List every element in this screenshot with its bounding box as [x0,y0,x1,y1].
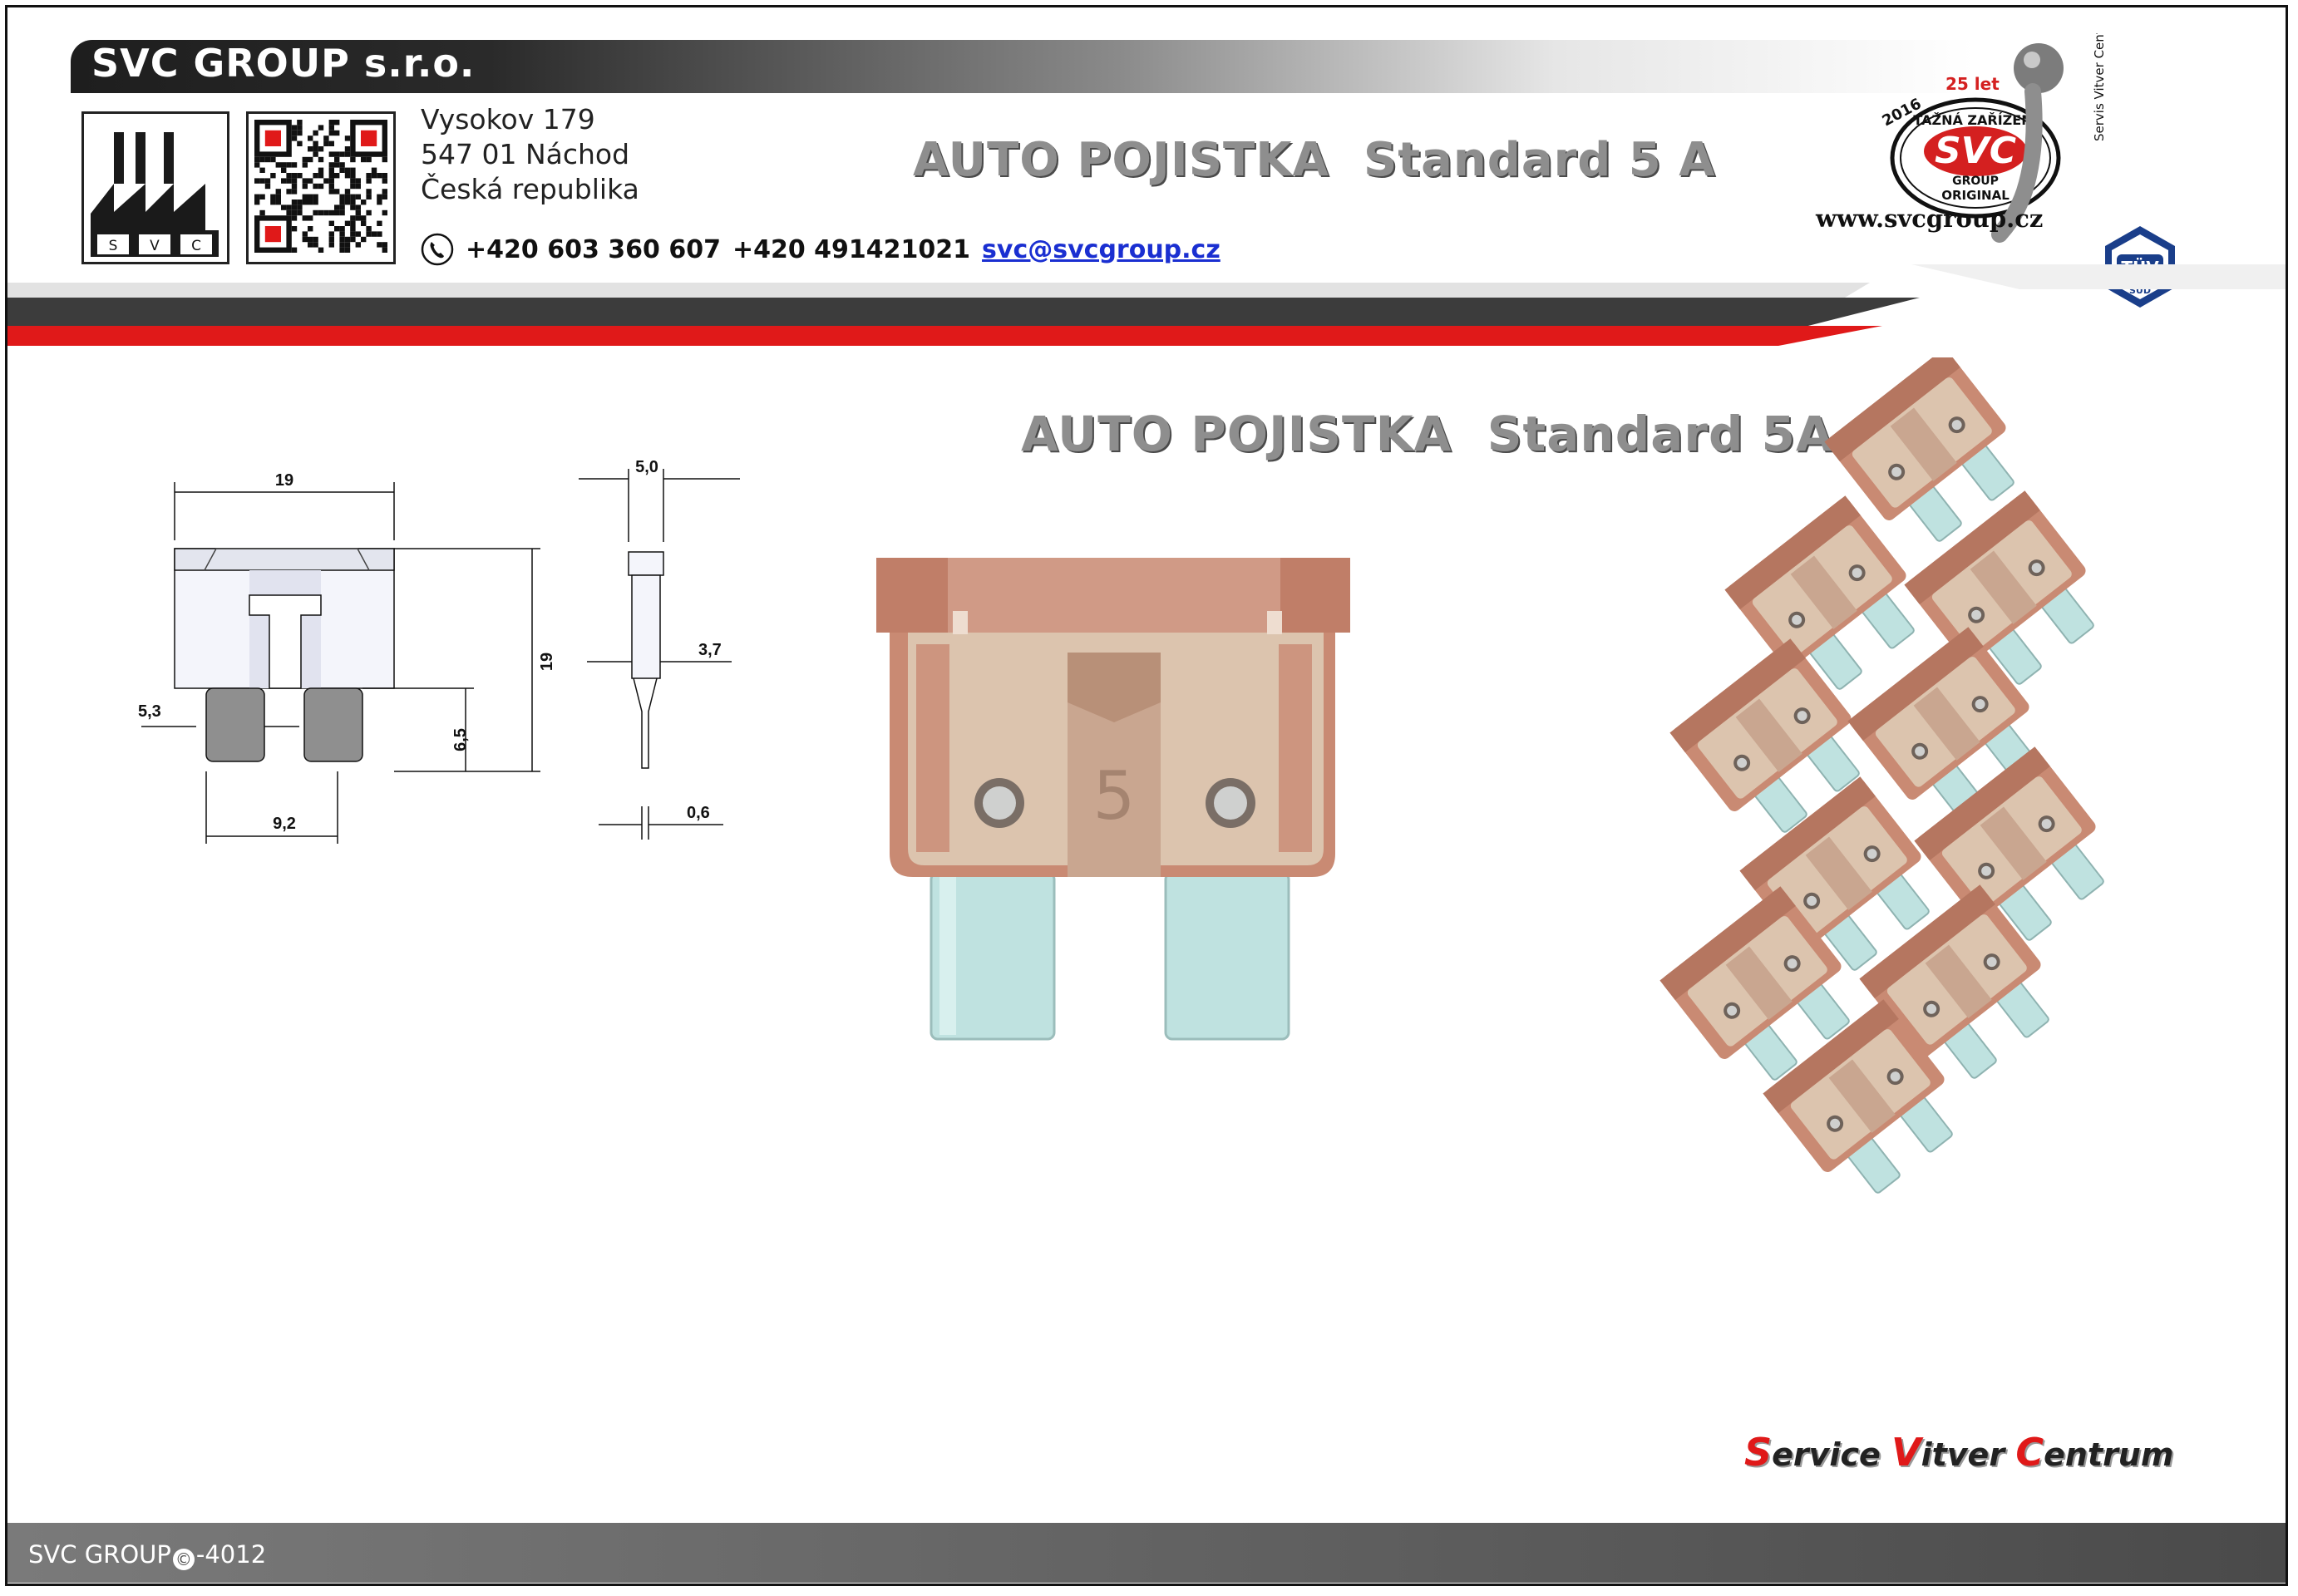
footer-text: SVC GROUP©-4012 [28,1540,266,1570]
dim-blade-length: 6,5 [451,728,470,751]
company-bar [71,40,1975,93]
logo-letter-c: C [191,238,201,254]
footer-code: -4012 [195,1540,267,1569]
company-name: SVC GROUP s.r.o. [91,41,476,86]
page-border [5,5,2288,1586]
footer-company: SVC GROUP [28,1540,171,1569]
address-line-1: Vysokov 179 [421,103,595,135]
badge-anniversary: 25 let [1945,74,2000,94]
service-vitver-centrum-logo: Service Vitver Centrum [1744,1430,2173,1475]
qr-code[interactable] [246,111,396,264]
dim-blade-gap: 5,3 [138,702,161,721]
fuse-illustration: 5 [876,558,1350,1041]
factory-icon: S V C [91,132,219,257]
footer-bar [7,1523,2286,1583]
brand-word2-cap: V [1891,1430,1921,1475]
svc-original-badge: SVC TAŽNÁ ZAŘÍZENÍ GROUP ORIGINAL 2016 2… [1879,33,2107,243]
brand-word1-cap: S [1744,1430,1773,1475]
badge-top-text: TAŽNÁ ZAŘÍZENÍ [1913,112,2037,128]
address-line-2: 547 01 Náchod [421,138,630,170]
dim-blade-thickness: 0,6 [687,804,710,822]
header-bands [7,264,2286,346]
fuse-cluster [1659,357,2128,1213]
phone-number-2[interactable]: +420 491421021 [732,234,971,264]
dim-height: 19 [538,653,556,671]
dim-body-depth: 3,7 [698,641,722,659]
brand-word3-cap: C [2015,1430,2044,1475]
fuse-rating: 5 [1093,757,1136,835]
badge-group: GROUP [1952,175,1999,188]
website-link[interactable]: www.svcgroup.cz [1816,204,2044,233]
address-line-3: Česká republika [421,173,639,205]
factory-logo: S V C [81,111,229,264]
qr-code-icon [254,120,387,253]
copyright-icon: © [172,1549,195,1570]
dim-width: 19 [275,471,293,490]
badge-brand: SVC [1935,130,2016,172]
dim-thickness: 5,0 [635,458,658,476]
main-title: AUTO POJISTKA Standard 5A [1021,406,1834,462]
brand-word1-rest: ervice [1772,1436,1881,1473]
brand-word3-rest: entrum [2044,1436,2174,1473]
dim-pitch: 9,2 [273,815,296,833]
logo-letter-v: V [150,238,160,254]
technical-drawing: 19 19 6,5 5,3 9,2 5,0 3,7 0,6 [138,458,740,844]
header-title: AUTO POJISTKA Standard 5 A [913,133,1716,187]
phone-icon [421,233,454,266]
brand-word2-rest: itver [1921,1436,2005,1473]
contact-row: +420 603 360 607 +420 491421021 svc@svcg… [421,229,1221,269]
badge-side-text: Servis Vitver Centrum [2092,33,2107,141]
email-link[interactable]: svc@svcgroup.cz [982,234,1221,264]
badge-original: ORIGINAL [1941,188,2010,203]
phone-number-1[interactable]: +420 603 360 607 [466,234,721,264]
logo-letter-s: S [109,238,118,254]
